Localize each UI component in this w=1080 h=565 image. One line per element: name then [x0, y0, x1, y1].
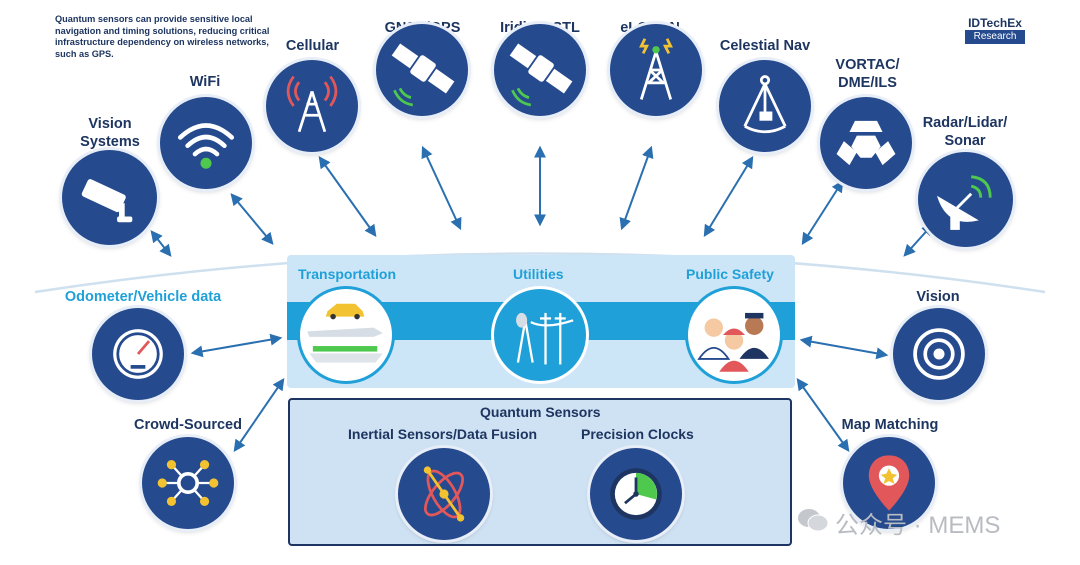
vehicles-icon [307, 303, 383, 363]
speedometer-icon [113, 329, 163, 379]
vision-node [893, 308, 985, 400]
sextant-icon [743, 75, 787, 134]
quantum-sensors-title: Quantum Sensors [480, 404, 601, 420]
label-vision-systems: Vision Systems [80, 116, 140, 150]
eloran-node [610, 24, 702, 116]
label-map: Map Matching [841, 417, 939, 433]
arrow-eloran [619, 145, 654, 231]
utilities-node [494, 289, 586, 381]
crowd-node [142, 437, 234, 529]
arrow-celestial [703, 155, 754, 238]
radar-node [918, 152, 1013, 247]
vortac-node [820, 97, 912, 189]
arrow-crowd [233, 378, 285, 452]
clocks-node [590, 448, 682, 540]
satellite-icon [391, 43, 455, 107]
label-utilities: Utilities [513, 266, 564, 282]
arrow-vortac [801, 179, 844, 246]
arrow-wifi [230, 193, 274, 245]
label-cellular: Cellular [285, 38, 340, 54]
label-odometer: Odometer/Vehicle data [64, 289, 222, 305]
first-responders-icon [697, 312, 769, 372]
clock-icon [610, 468, 662, 520]
odometer-node [92, 308, 184, 400]
arrow-radar [903, 223, 934, 257]
label-public-safety: Public Safety [686, 266, 774, 282]
radar-dish-icon [937, 175, 992, 230]
label-transportation: Transportation [298, 266, 397, 282]
wechat-icon [798, 509, 829, 532]
wifi-icon [177, 123, 235, 169]
intro-text: Quantum sensors can provide sensitive lo… [55, 14, 270, 59]
label-inertial: Inertial Sensors/Data Fusion [348, 426, 538, 442]
target-rings-icon [913, 328, 965, 380]
brand-name: IDTechEx [968, 16, 1022, 30]
cell-tower-icon [286, 75, 338, 133]
label-radar: Radar/Lidar/ Sonar [922, 115, 1008, 149]
security-camera-icon [81, 179, 133, 223]
vortac-icon [836, 120, 896, 166]
label-clocks: Precision Clocks [581, 426, 694, 442]
arrow-odometer [190, 333, 283, 358]
label-crowd: Crowd-Sourced [134, 417, 242, 433]
label-wifi: WiFi [189, 74, 221, 90]
brand-sub: Research [965, 30, 1025, 44]
label-vision: Vision [916, 289, 960, 305]
vision-systems-node [62, 150, 157, 245]
cellular-node [266, 60, 358, 152]
gnss-node [376, 24, 468, 116]
arrow-vision-systems [150, 230, 172, 257]
power-lines-icon [516, 312, 574, 365]
celestial-node [719, 60, 811, 152]
watermark-text: 公众号 · MEMS [835, 512, 1001, 539]
inertial-node [398, 448, 490, 540]
brand-logo: IDTechEx Research [965, 17, 1025, 44]
network-hub-icon [157, 460, 219, 506]
iridium-node [494, 24, 586, 116]
radio-tower-icon [639, 38, 673, 100]
satellite-icon [509, 43, 573, 107]
arrow-vision [799, 335, 889, 360]
label-vortac: VORTAC/ DME/ILS [835, 57, 900, 91]
arrow-cellular [318, 156, 377, 237]
arrow-map [796, 378, 850, 452]
map-node [843, 437, 935, 529]
transportation-node [300, 289, 392, 381]
wifi-node [160, 97, 252, 189]
arrow-gnss [421, 145, 462, 231]
public-safety-node [688, 289, 780, 381]
atom-icon [423, 466, 465, 522]
label-celestial: Celestial Nav [719, 38, 811, 54]
map-pin-icon [868, 455, 910, 511]
horizon-arc [34, 252, 1046, 294]
quantum-sensors-panel [288, 398, 792, 546]
